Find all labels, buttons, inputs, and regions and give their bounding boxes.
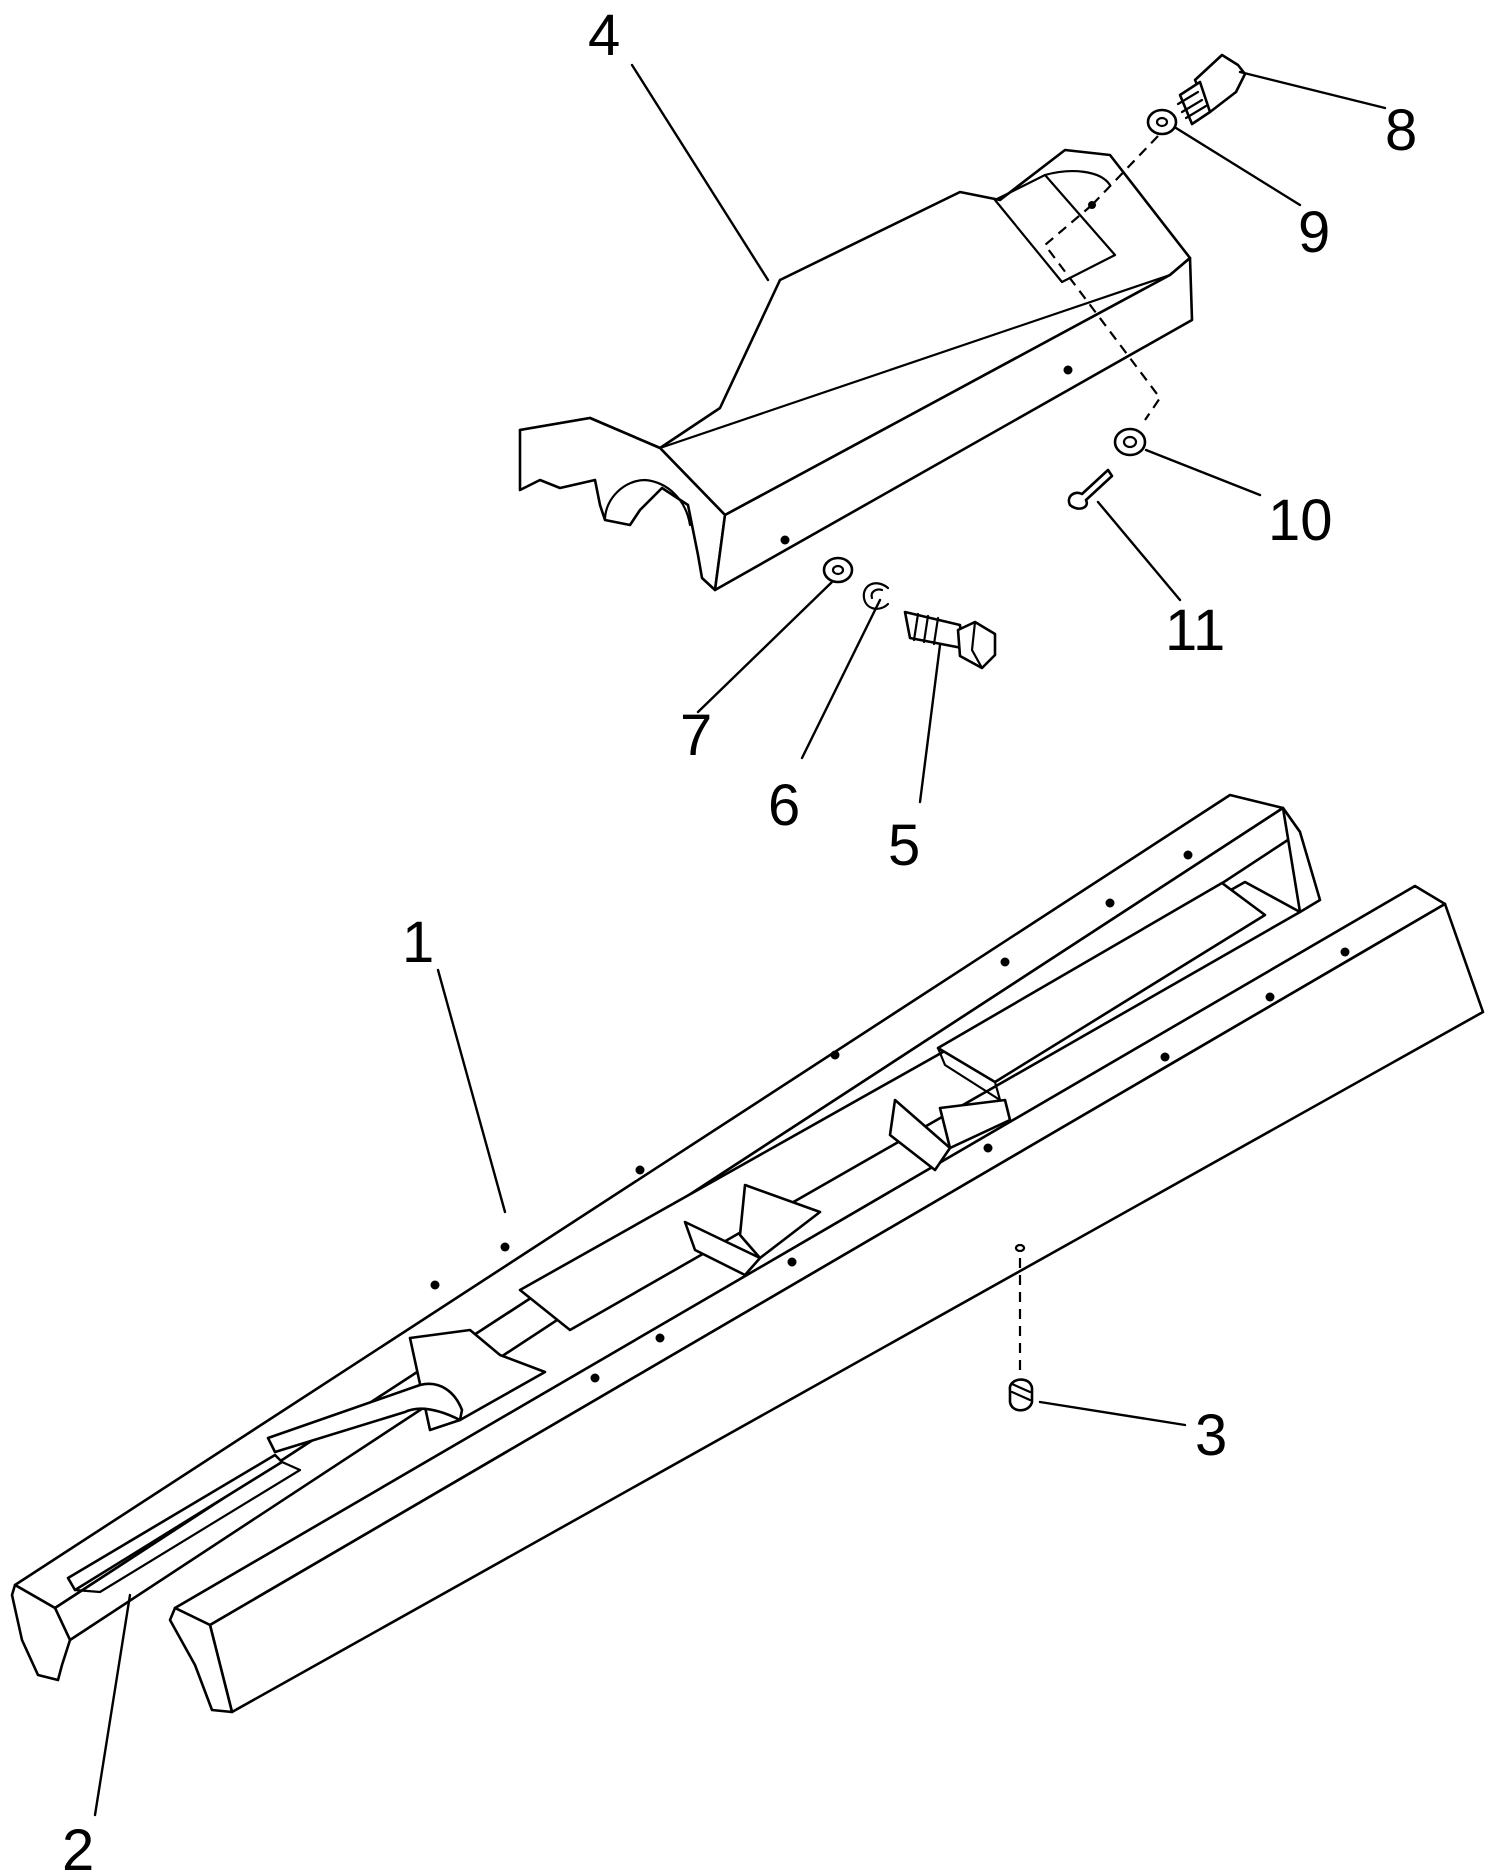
spring-washer-6-part: [862, 582, 890, 610]
callout-7: 7: [680, 703, 712, 768]
callout-10: 10: [1268, 488, 1333, 553]
callout-3: 3: [1195, 1403, 1227, 1468]
washer-9-part: [1146, 108, 1178, 136]
callout-5: 5: [888, 813, 920, 878]
bolt-5-part: [903, 610, 997, 670]
callout-9: 9: [1298, 200, 1330, 265]
leader-line-1: [436, 968, 507, 1214]
pin-11-part: [1067, 468, 1114, 510]
leader-line-10: [1144, 448, 1262, 497]
leader-line-4: [630, 63, 770, 282]
callout-2: 2: [62, 1818, 94, 1876]
plug-3-part: [1008, 1378, 1034, 1412]
leader-line-3: [1038, 1400, 1187, 1427]
callout-6: 6: [768, 773, 800, 838]
callout-4: 4: [588, 3, 620, 68]
leader-line-8: [1238, 70, 1387, 110]
track-frame-part: [10, 793, 1485, 1714]
leader-line-6: [800, 598, 882, 760]
callout-11: 11: [1165, 598, 1225, 663]
washer-7-part: [822, 556, 854, 584]
leader-line-7: [696, 580, 834, 714]
bolt-8-part: [1176, 53, 1247, 126]
callout-1: 1: [402, 910, 434, 975]
callout-8: 8: [1385, 98, 1417, 163]
leader-line-2: [93, 1593, 132, 1817]
assembly-dash-line: [1043, 135, 1162, 421]
washer-10-part: [1113, 427, 1147, 457]
cover-part: [518, 148, 1194, 592]
leader-line-5: [918, 643, 942, 804]
leader-line-11: [1096, 500, 1182, 602]
leader-line-9: [1174, 126, 1302, 207]
